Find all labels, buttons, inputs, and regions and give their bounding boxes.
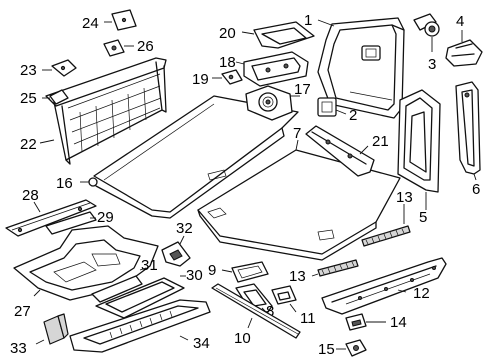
- callout-10: 10: [234, 330, 251, 347]
- part-9-bin-insert: [221, 261, 269, 283]
- callout-19: 19: [192, 71, 209, 88]
- callout-34: 34: [193, 335, 210, 352]
- callout-12: 12: [413, 285, 430, 302]
- part-4-hook-bracket: [445, 30, 483, 67]
- part-21-net-holder-rail: [305, 125, 375, 177]
- callout-14: 14: [390, 314, 407, 331]
- callout-32: 32: [176, 220, 193, 237]
- callout-33: 33: [10, 340, 27, 357]
- part-17-motor-unit: [245, 85, 300, 121]
- callout-9: 9: [208, 262, 216, 279]
- part-22-partition-net: [39, 57, 167, 165]
- part-20-storage-tray: [241, 21, 315, 49]
- callout-24: 24: [82, 15, 99, 32]
- part-12-rear-sill-plate: [321, 257, 447, 315]
- callout-23: 23: [20, 62, 37, 79]
- callout-27: 27: [14, 303, 31, 320]
- part-13-grip-strip-upper: [361, 204, 411, 247]
- part-28-side-rail: [5, 199, 97, 237]
- callout-11: 11: [300, 310, 316, 327]
- part-10-sill-rail: [211, 283, 301, 339]
- callout-6: 6: [472, 181, 480, 198]
- part-14-clip: [345, 313, 386, 331]
- part-32-bracket: [161, 235, 191, 267]
- callout-17: 17: [294, 81, 311, 98]
- callout-7: 7: [293, 125, 301, 142]
- callout-4: 4: [456, 13, 464, 30]
- part-18-tray-bracket: [235, 51, 309, 87]
- callout-26: 26: [137, 38, 154, 55]
- callout-13-upper: 13: [396, 189, 413, 206]
- part-5-rear-frame-trim: [397, 89, 441, 210]
- part-34-lower-sill-trim: [69, 299, 211, 353]
- part-23-bracket: [42, 59, 77, 77]
- callout-18: 18: [219, 54, 236, 71]
- callout-20: 20: [219, 25, 236, 42]
- part-24-mount-plate: [104, 9, 137, 31]
- part-29-trim-strip: [45, 211, 97, 235]
- part-26-retainer: [103, 39, 134, 57]
- part-31-divider: [91, 267, 147, 303]
- part-30-storage-box: [95, 275, 186, 319]
- part-16-cargo-cover: [80, 95, 299, 219]
- callout-28: 28: [22, 187, 39, 204]
- callout-8: 8: [266, 303, 274, 320]
- part-3-power-socket: [413, 13, 440, 52]
- part-13-grip-strip-lower: [311, 259, 359, 277]
- callout-25: 25: [20, 90, 37, 107]
- part-19-hook: [212, 69, 243, 85]
- callout-2: 2: [349, 107, 357, 124]
- callout-31: 31: [141, 257, 158, 274]
- callout-15: 15: [318, 341, 335, 358]
- callout-13-lower: 13: [289, 268, 306, 285]
- part-1-side-trim-panel: [317, 17, 405, 119]
- part-11-clip: [271, 285, 297, 313]
- part-2-clip: [317, 97, 347, 117]
- part-25-clip: [42, 89, 69, 105]
- callout-21: 21: [372, 133, 389, 150]
- callout-16: 16: [56, 175, 73, 192]
- part-6-pillar-trim: [455, 81, 481, 181]
- part-33-foam-block: [35, 313, 69, 345]
- part-15-nut: [336, 339, 367, 357]
- callout-22: 22: [20, 136, 37, 153]
- callout-5: 5: [419, 209, 427, 226]
- callout-1: 1: [304, 12, 312, 29]
- callout-3: 3: [428, 56, 436, 73]
- callout-29: 29: [97, 209, 114, 226]
- part-7-cargo-floor-panel: [197, 139, 401, 261]
- callout-30: 30: [186, 267, 203, 284]
